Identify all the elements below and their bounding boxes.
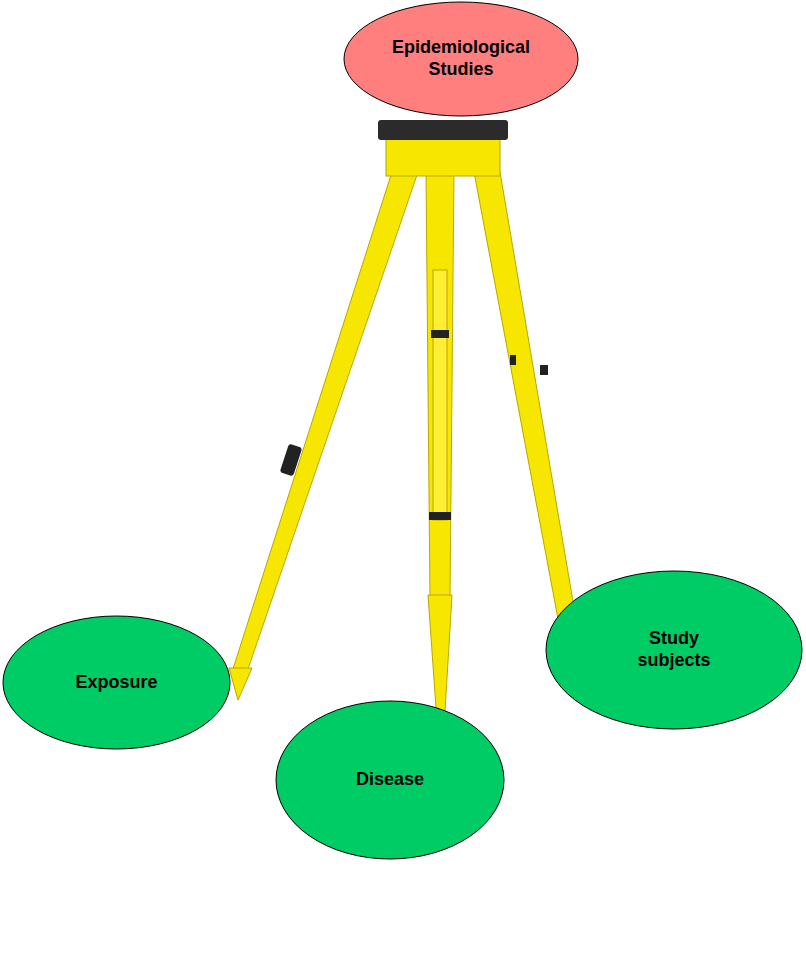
ellipse-fill	[344, 2, 578, 116]
tripod-leg	[474, 172, 585, 672]
ellipse-fill	[276, 701, 504, 859]
ellipse-fill	[3, 616, 230, 749]
tripod-column	[433, 270, 447, 520]
tripod-foot	[229, 668, 252, 700]
clamp	[429, 512, 451, 520]
text-group: Study subjects	[634, 628, 714, 671]
node-label: Study subjects	[634, 628, 714, 671]
factor-ellipse: Exposure	[2, 615, 231, 750]
clamp	[510, 355, 516, 365]
text-group: Disease	[356, 769, 424, 791]
node-label: Disease	[356, 769, 424, 791]
text-group: Epidemiological Studies	[386, 37, 536, 80]
factor-ellipse: Disease	[275, 700, 505, 860]
clamp	[431, 330, 449, 338]
text-group: Exposure	[75, 672, 157, 694]
tripod-leg	[426, 172, 454, 600]
ellipse-fill	[546, 571, 802, 729]
node-label: Epidemiological Studies	[386, 37, 536, 80]
node-label: Exposure	[75, 672, 157, 694]
factor-ellipse: Study subjects	[545, 570, 803, 730]
tripod-leg	[232, 172, 418, 672]
title-ellipse: Epidemiological Studies	[343, 1, 579, 117]
clamp	[540, 365, 548, 375]
tripod-head	[386, 138, 500, 176]
strap	[280, 444, 303, 477]
mount-plate	[378, 120, 508, 140]
